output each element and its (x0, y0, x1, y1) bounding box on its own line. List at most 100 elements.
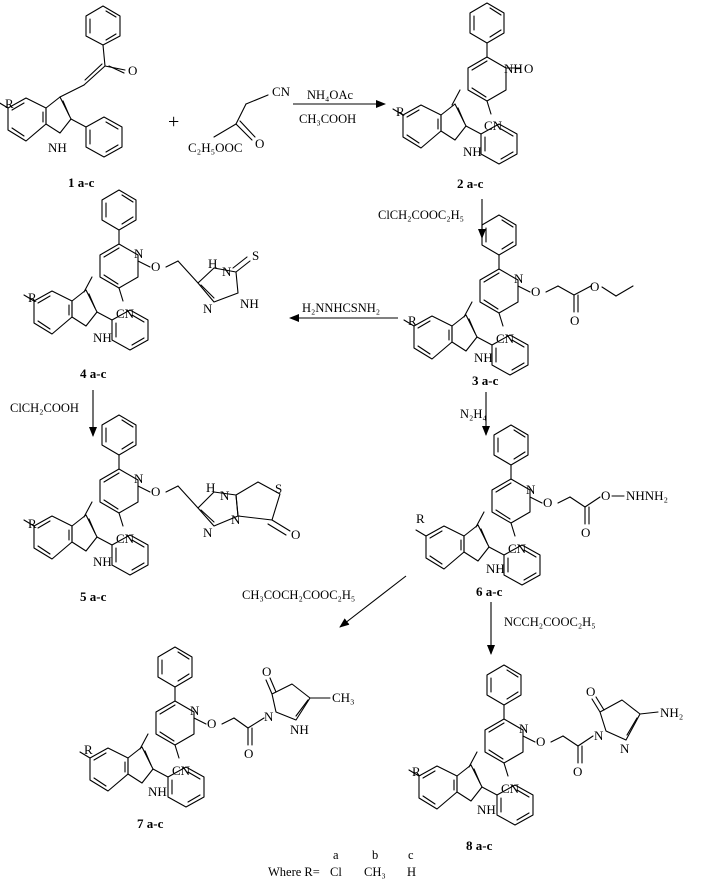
atom-O: O (151, 484, 160, 499)
compound-6: R NH N CN O O O NHNH₂ 6 a-c (415, 424, 668, 599)
atom-H: H (208, 256, 217, 271)
compound-label-1: 1 a-c (68, 175, 95, 190)
atom-O: O (531, 284, 540, 299)
atom-CN: CN (116, 306, 135, 321)
compound-1: R NH O 1 a-c (0, 5, 137, 190)
compound-3: R NH N CN O O O 3 a-c (403, 214, 634, 388)
reagent-1b: CH₃COOH (299, 112, 356, 126)
atom-CH3: CH₃ (332, 690, 355, 705)
reagent-7: NCCH₂COOC₂H₅ (504, 615, 596, 629)
legend-col-a: a (333, 848, 339, 862)
atom-N: N (514, 271, 524, 286)
atom-NH: NH (290, 722, 309, 737)
atom-NHNH2: NHNH₂ (626, 488, 668, 503)
atom-O: O (543, 495, 552, 510)
atom-N: N (203, 525, 213, 540)
compound-8: R NH N CN O O N O NH₂ N 8 a-c (408, 664, 683, 853)
atom-CN: CN (496, 331, 515, 346)
atom-N: N (134, 471, 144, 486)
atom-O: O (524, 61, 533, 76)
atom-O: O (590, 279, 599, 294)
compound-label-3: 3 a-c (472, 373, 499, 388)
atom-N: N (220, 488, 230, 503)
atom-N: N (190, 703, 200, 718)
atom-R: R (28, 290, 37, 305)
atom-NH: NH (148, 784, 167, 799)
atom-R: R (412, 764, 421, 779)
atom-NH: NH (240, 296, 259, 311)
atom-CN: CN (501, 781, 520, 796)
compound-label-6: 6 a-c (476, 584, 503, 599)
atom-R: R (5, 96, 14, 111)
atom-R: R (408, 313, 417, 328)
legend-where: Where R= (268, 865, 320, 879)
atom-N: N (203, 301, 213, 316)
compound-label-2: 2 a-c (457, 176, 484, 191)
legend-col-c: c (408, 848, 414, 862)
atom-O: O (255, 136, 264, 151)
atom-NH: NH (463, 144, 482, 159)
atom-O: O (207, 716, 216, 731)
atom-R: R (84, 742, 93, 757)
atom-NH: NH (474, 350, 493, 365)
atom-CN: CN (508, 541, 527, 556)
reagent-1a: NH₄OAc (307, 88, 353, 102)
atom-R: R (28, 516, 37, 531)
compound-label-7: 7 a-c (137, 816, 164, 831)
atom-O: O (570, 313, 579, 328)
atom-O: O (601, 488, 610, 503)
plus-sign: + (168, 111, 179, 133)
compound-2: R NH NH O CN 2 a-c (392, 2, 533, 191)
atom-O: O (573, 764, 582, 779)
atom-ester: C₂H₅OOC (188, 140, 243, 155)
reaction-arrow-6 (339, 575, 407, 628)
legend-col-b: b (372, 848, 378, 862)
legend-value-b: CH₃ (364, 865, 386, 879)
atom-NH: NH (93, 330, 112, 345)
compound-5: R NH N CN O O S H N N N 5 a-c (23, 414, 300, 604)
atom-CN: CN (116, 531, 135, 546)
atom-H: H (206, 480, 215, 495)
compound-label-5: 5 a-c (80, 589, 107, 604)
atom-O: O (581, 525, 590, 540)
atom-CN: CN (272, 84, 291, 99)
substituent-legend: a b c Where R= Cl CH₃ H (268, 848, 416, 879)
atom-CN: CN (484, 118, 503, 133)
legend-value-a: Cl (330, 865, 342, 879)
atom-NH2: NH₂ (660, 705, 683, 720)
atom-NH: NH (477, 802, 496, 817)
legend-value-c: H (407, 865, 416, 879)
compound-label-4: 4 a-c (80, 366, 107, 381)
atom-N: N (222, 264, 232, 279)
atom-N: N (264, 709, 274, 724)
reagent-2: ClCH₂COOC₂H₅ (378, 208, 464, 222)
reagent-5: N₂H₄ (460, 407, 487, 421)
atom-S: S (275, 481, 282, 496)
atom-NH: NH (48, 140, 67, 155)
reagent-6: CH₃COCH₂COOC₂H₅ (242, 588, 355, 602)
atom-N: N (134, 246, 144, 261)
reagent-3: H₂NNHCSNH₂ (302, 301, 380, 315)
atom-N: N (519, 721, 529, 736)
reagent-ethyl-cyanopyruvate: O CN C₂H₅OOC (188, 84, 291, 155)
atom-CN: CN (172, 763, 191, 778)
atom-N: N (231, 512, 241, 527)
compound-label-8: 8 a-c (466, 838, 493, 853)
atom-O: O (244, 746, 253, 761)
compound-4: R NH N CN O S H N NH N 4 a-c (23, 189, 259, 381)
atom-O: O (536, 734, 545, 749)
atom-N: N (620, 741, 630, 756)
atom-O: O (586, 684, 595, 699)
atom-R: R (416, 511, 425, 526)
atom-R: R (396, 104, 405, 119)
atom-N: N (594, 728, 604, 743)
atom-O: O (128, 63, 137, 78)
atom-NH: NH (486, 561, 505, 576)
atom-NH: NH (93, 554, 112, 569)
atom-O: O (291, 527, 300, 542)
atom-O: O (262, 664, 271, 679)
reagent-4: ClCH₂COOH (10, 401, 79, 415)
atom-N: N (526, 482, 536, 497)
compound-7: R NH N CN O O N O CH₃ NH 7 a-c (79, 646, 355, 831)
